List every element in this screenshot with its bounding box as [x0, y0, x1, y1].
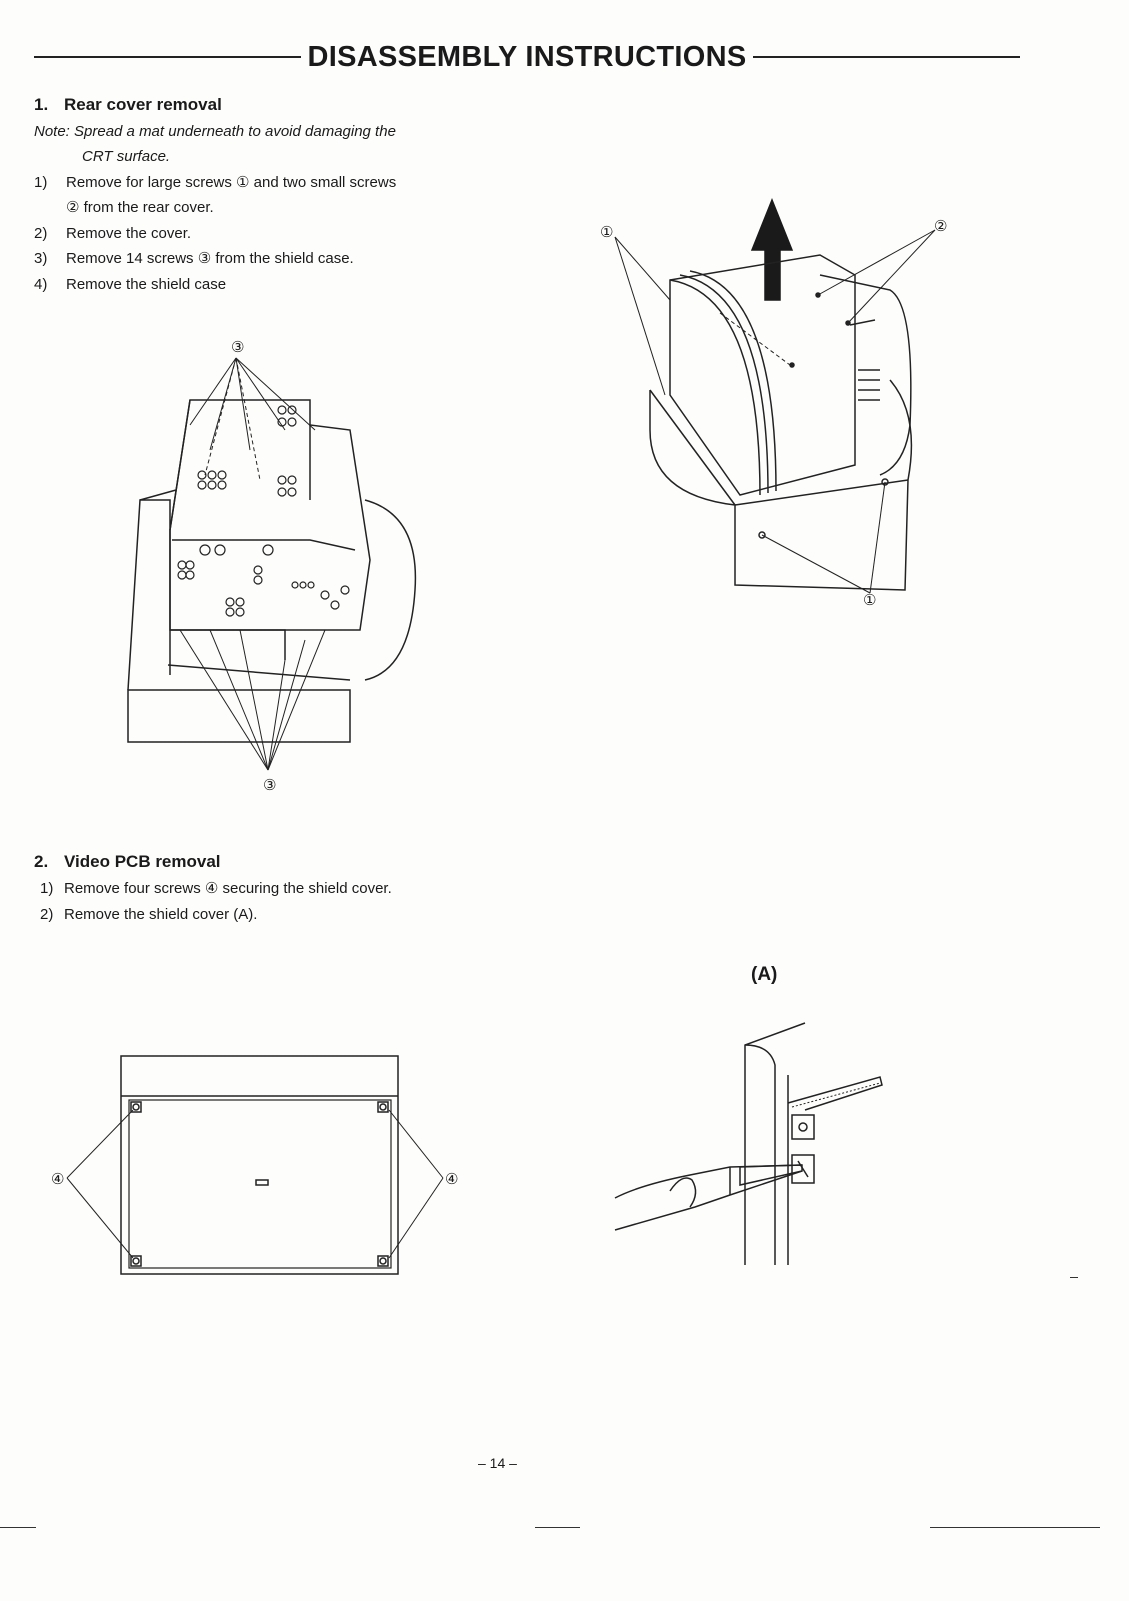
section-1-step-3: 3) Remove 14 screws ③ from the shield cas… — [34, 246, 354, 272]
title-rule-left — [34, 56, 302, 58]
step-text: Remove the shield cover (A). — [64, 906, 258, 923]
section-1-heading: 1. Rear cover removal — [34, 95, 222, 115]
page-number: – 14 – — [478, 1455, 517, 1471]
figure-a-caption: (A) — [751, 964, 778, 985]
section-1-step-1: 1) Remove for large screws ① and two smal… — [34, 170, 396, 196]
screw-label-1-bottom: ① — [863, 592, 877, 609]
section-1-step-1-cont: ② from the rear cover. — [34, 195, 214, 221]
step-text: Remove the cover. — [66, 225, 192, 242]
section-2-step-1: 1) Remove four screws ④ securing the shie… — [40, 876, 392, 902]
figure-rear-cover: ① ② ① — [590, 195, 970, 615]
scan-mark-edge — [1070, 1277, 1078, 1278]
title-rule-right — [752, 56, 1021, 58]
section-1-step-2: 2) Remove the cover. — [34, 221, 191, 247]
section-2-step-2: 2) Remove the shield cover (A). — [40, 902, 257, 928]
figure-shield-cover: ④ ④ — [45, 1050, 475, 1285]
page-title-row: DISASSEMBLY INSTRUCTIONS — [34, 36, 1021, 78]
screw-label-3-bottom: ③ — [263, 777, 277, 794]
section-1-title: Rear cover removal — [64, 95, 222, 114]
step-text: Remove 14 screws ③ from the shield case. — [66, 250, 354, 267]
step-number: 1) — [34, 174, 48, 191]
step-text: Remove four screws ④ securing the shield… — [64, 880, 392, 897]
scan-mark-left — [0, 1527, 36, 1528]
scan-mark-right — [930, 1527, 1100, 1528]
figure-a-detail — [610, 1015, 900, 1270]
figure-shield-case: ③ ③ — [110, 330, 450, 805]
screw-label-3-top: ③ — [231, 339, 245, 356]
page-title: DISASSEMBLY INSTRUCTIONS — [307, 40, 747, 73]
step-number: 2) — [34, 225, 48, 242]
step-number: 3) — [34, 250, 48, 267]
step-number: 1) — [40, 880, 54, 897]
section-1-note-line2: CRT surface. — [82, 148, 171, 165]
screw-label-4-left: ④ — [51, 1171, 65, 1188]
step-text: Remove the shield case — [66, 276, 227, 293]
step-number: 2) — [40, 906, 54, 923]
screw-label-4-right: ④ — [445, 1171, 459, 1188]
rear-cover-drawing — [614, 197, 936, 594]
screw-label-1-top: ① — [600, 224, 614, 241]
section-1-step-4: 4) Remove the shield case — [34, 272, 226, 298]
step-number: 4) — [34, 276, 48, 293]
screwdriver-drawing — [614, 1022, 883, 1265]
shield-cover-drawing — [66, 1055, 444, 1275]
section-1-note-line1: Note: Spread a mat underneath to avoid d… — [34, 123, 396, 140]
section-2-number: 2. — [34, 852, 49, 871]
section-2-title: Video PCB removal — [64, 852, 221, 871]
section-1-number: 1. — [34, 95, 49, 114]
shield-case-drawing — [127, 357, 417, 771]
step-text: Remove for large screws ① and two small … — [66, 174, 397, 191]
step-text: ② from the rear cover. — [66, 199, 214, 216]
scan-mark-center — [535, 1527, 580, 1528]
screw-label-2: ② — [934, 218, 948, 235]
section-2-heading: 2. Video PCB removal — [34, 852, 221, 872]
